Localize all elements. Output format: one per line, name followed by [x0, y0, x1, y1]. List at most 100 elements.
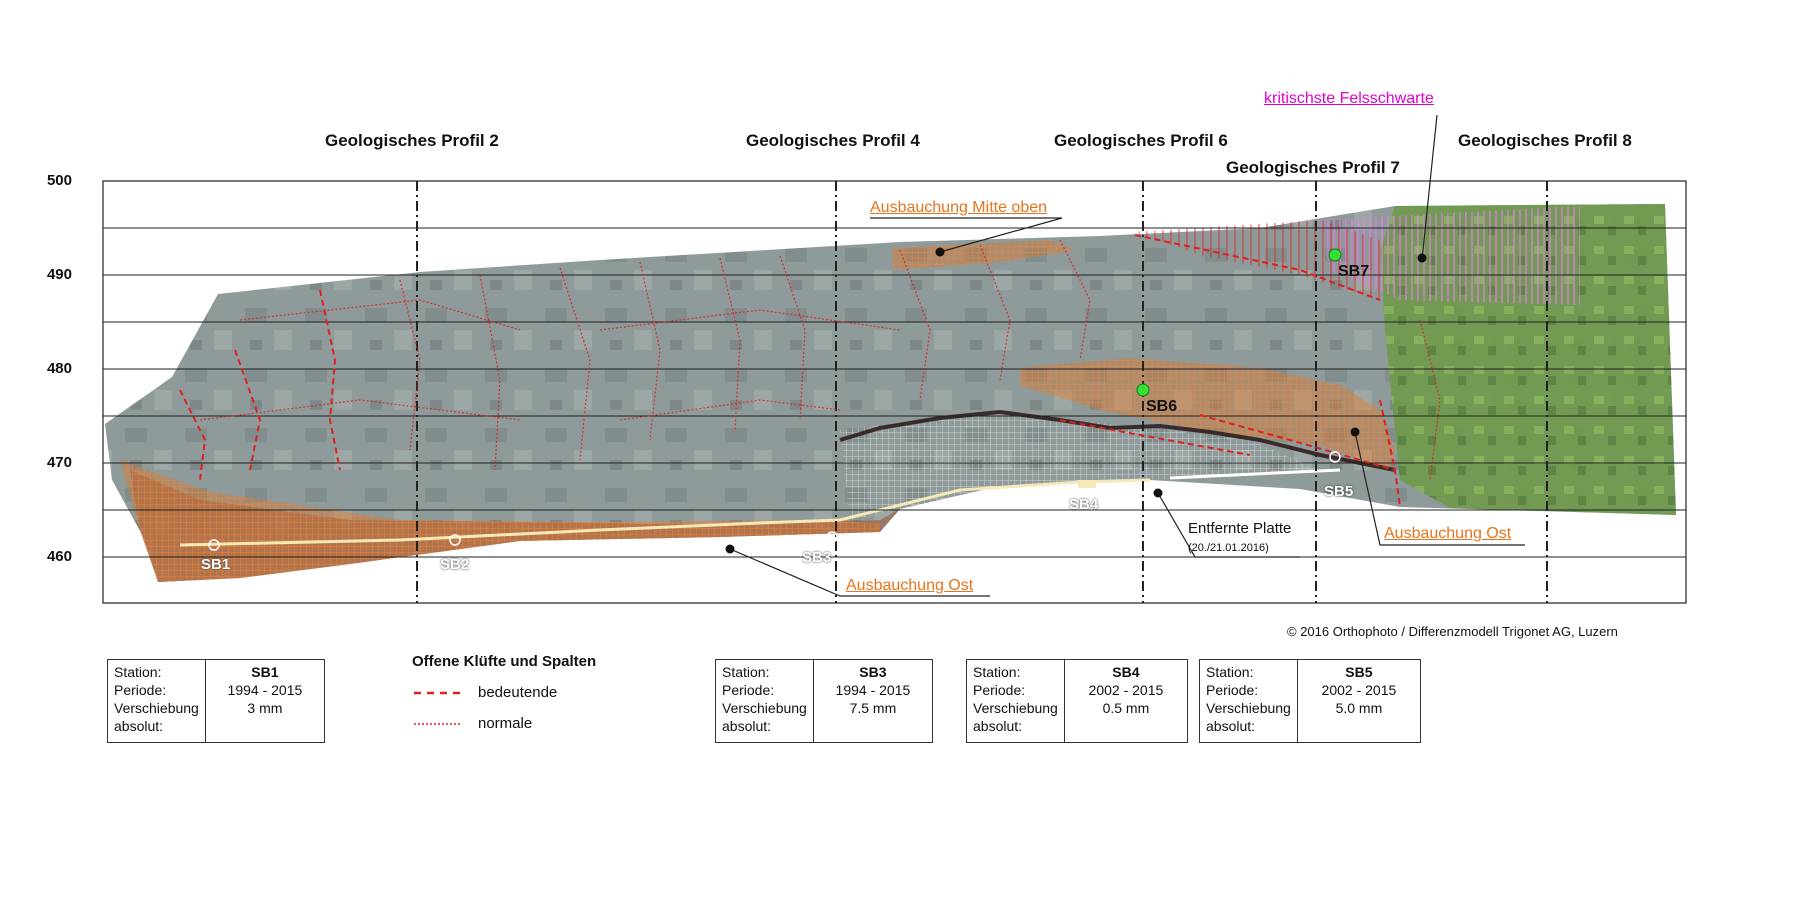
info-box-labels: Station: Periode: Verschiebung absolut: — [716, 660, 814, 742]
bulge-east-lower-label: Ausbauchung Ost — [846, 577, 974, 594]
info-box-values: SB3 1994 - 2015 7.5 mm — [814, 660, 932, 742]
label-displacement: Verschiebung — [722, 700, 807, 716]
horizontal-gridlines — [103, 180, 1686, 604]
value-station: SB5 — [1345, 664, 1373, 680]
normal-fracture-2 — [559, 267, 591, 461]
major-fracture-5 — [1059, 419, 1251, 456]
normal-fracture-7 — [979, 244, 1011, 381]
survey-point-sb2 — [449, 534, 461, 546]
value-period: 1994 - 2015 — [227, 682, 303, 698]
marker-critical — [1417, 253, 1427, 263]
survey-point-sb5 — [1329, 451, 1341, 463]
station-label-sb2: SB2 — [440, 556, 470, 573]
label-absolute: absolut: — [114, 718, 164, 734]
label-absolute: absolut: — [722, 718, 772, 734]
station-label-sb3: SB3 — [802, 549, 832, 566]
label-period: Periode: — [114, 682, 167, 698]
station-marker-sb7 — [1328, 248, 1342, 262]
info-box-values: SB4 2002 - 2015 0.5 mm — [1065, 660, 1187, 742]
info-box-values: SB1 1994 - 2015 3 mm — [206, 660, 324, 742]
bulge-sb6-area — [1020, 358, 1395, 470]
label-station: Station: — [1206, 664, 1254, 680]
major-fracture-0 — [319, 289, 341, 471]
legend-normal-label: normale — [478, 715, 533, 732]
info-box-sb3: Station: Periode: Verschiebung absolut: … — [715, 659, 933, 743]
lower-east-bulge-grid — [120, 460, 880, 582]
label-station: Station: — [114, 664, 162, 680]
value-period: 2002 - 2015 — [1088, 682, 1164, 698]
major-fracture-6 — [1379, 399, 1401, 508]
normal-fracture-6 — [899, 249, 931, 401]
normal-fracture-11 — [599, 309, 901, 331]
normal-fracture-4 — [719, 257, 741, 431]
normal-fracture-10 — [199, 399, 521, 421]
station-label-sb7: SB7 — [1338, 263, 1370, 280]
label-displacement: Verschiebung — [114, 700, 199, 716]
monitoring-line-lower — [179, 478, 1151, 547]
profile-8-title: Geologisches Profil 8 — [1458, 131, 1632, 150]
leader-bulge-east-lower — [729, 548, 990, 597]
marker-removed-plate — [1153, 488, 1163, 498]
station-label-sb1: SB1 — [201, 556, 231, 573]
critical-slab-label: kritischste Felsschwarte — [1264, 90, 1434, 107]
normal-fracture-13 — [1419, 319, 1441, 481]
y-tick-460: 460 — [46, 548, 72, 565]
value-displacement: 5.0 mm — [1335, 700, 1383, 716]
monitoring-line-upper — [1169, 468, 1341, 480]
label-station: Station: — [973, 664, 1021, 680]
label-period: Periode: — [722, 682, 775, 698]
legend-title: Offene Klüfte und Spalten — [412, 653, 597, 670]
label-period: Periode: — [973, 682, 1026, 698]
marker-bulge-middle — [935, 247, 945, 257]
station-label-sb6: SB6 — [1146, 398, 1178, 415]
marker-bulge-east-right — [1350, 427, 1360, 437]
removed-plate-label: Entfernte Platte — [1188, 520, 1292, 537]
legend-major-label: bedeutende — [478, 684, 558, 701]
y-tick-470: 470 — [46, 454, 72, 471]
lower-grid-overlay — [840, 412, 1320, 520]
station-label-sb5: SB5 — [1324, 483, 1354, 500]
y-tick-490: 490 — [46, 266, 72, 283]
leader-removed-plate — [1157, 492, 1300, 558]
label-displacement: Verschiebung — [973, 700, 1058, 716]
info-box-sb5: Station: Periode: Verschiebung absolut: … — [1199, 659, 1421, 743]
label-absolute: absolut: — [1206, 718, 1256, 734]
profile-7-title: Geologisches Profil 7 — [1226, 158, 1400, 177]
bulge-middle-top-area — [893, 240, 1075, 270]
value-station: SB3 — [859, 664, 887, 680]
major-fracture-1 — [234, 349, 262, 471]
marker-bulge-east-lower — [725, 544, 735, 554]
info-box-labels: Station: Periode: Verschiebung absolut: — [967, 660, 1065, 742]
survey-point-sb1 — [208, 539, 220, 551]
major-fracture-3 — [1134, 234, 1381, 301]
value-period: 1994 - 2015 — [835, 682, 911, 698]
info-box-sb4: Station: Periode: Verschiebung absolut: … — [966, 659, 1188, 743]
value-station: SB4 — [1112, 664, 1140, 680]
critical-slab-area — [1320, 206, 1580, 305]
info-box-sb1: Station: Periode: Verschiebung absolut: … — [107, 659, 325, 743]
rock-face — [105, 204, 1676, 582]
bulge-middle-top-label: Ausbauchung Mitte oben — [870, 199, 1048, 216]
normal-fracture-12 — [619, 399, 841, 421]
copyright-note: © 2016 Orthophoto / Differenzmodell Trig… — [1287, 624, 1618, 639]
survey-point-sb4 — [1078, 480, 1096, 488]
label-period: Periode: — [1206, 682, 1259, 698]
info-box-values: SB5 2002 - 2015 5.0 mm — [1298, 660, 1420, 742]
info-box-labels: Station: Periode: Verschiebung absolut: — [108, 660, 206, 742]
y-tick-480: 480 — [46, 360, 72, 377]
value-displacement: 3 mm — [247, 700, 283, 716]
survey-point-sb3 — [826, 531, 838, 543]
profile-4-title: Geologisches Profil 4 — [746, 131, 920, 150]
leader-bulge-middle — [870, 217, 1063, 253]
label-displacement: Verschiebung — [1206, 700, 1291, 716]
station-marker-sb6 — [1136, 383, 1150, 397]
leader-critical — [1421, 114, 1438, 261]
value-station: SB1 — [251, 664, 279, 680]
label-station: Station: — [722, 664, 770, 680]
major-fracture-2 — [179, 389, 207, 481]
major-fracture-4 — [1199, 414, 1396, 471]
value-displacement: 7.5 mm — [849, 700, 897, 716]
value-displacement: 0.5 mm — [1102, 700, 1150, 716]
